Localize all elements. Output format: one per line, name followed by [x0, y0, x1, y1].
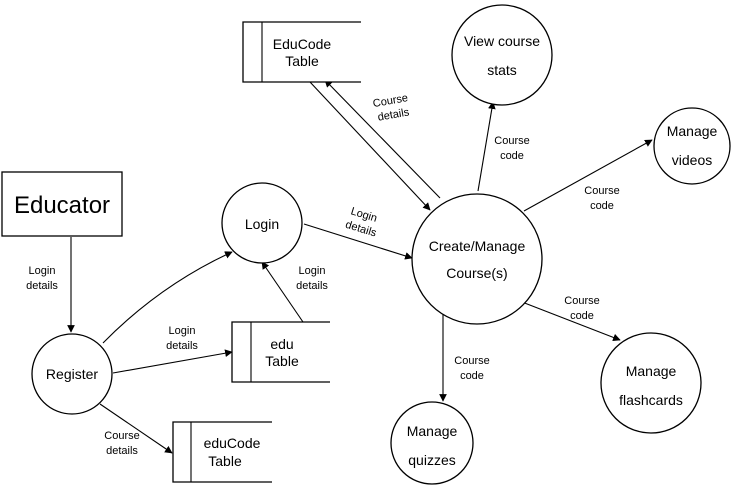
flow-label-line: Course — [454, 355, 489, 367]
flow-label-line: Course — [104, 430, 139, 442]
manage-flashcards-label-line2: flashcards — [619, 392, 683, 408]
flow-label-to-videos: Course code — [584, 185, 619, 212]
flow-create-videos — [523, 139, 653, 212]
create-manage-label-line1: Create/Manage — [429, 238, 526, 254]
flow-create-flashcards — [521, 301, 621, 342]
flow-create-to-educode — [324, 79, 441, 199]
create-manage-process: Create/Manage Course(s) — [411, 193, 543, 325]
flow-register-edu-table — [112, 349, 233, 374]
manage-videos-process: Manage videos — [653, 107, 731, 185]
login-process: Login — [221, 182, 303, 264]
flow-edu-table-login — [261, 261, 304, 323]
manage-quizzes-label-line2: quizzes — [408, 452, 455, 468]
flow-label-edu-login: Login details — [296, 265, 328, 292]
flow-create-stats — [477, 101, 496, 192]
manage-videos-label-line2: videos — [672, 152, 712, 168]
flow-label-register-edu: Login details — [166, 325, 198, 352]
flow-login-create — [303, 223, 413, 260]
flow-label-line: Login — [299, 265, 326, 277]
flow-label-line: code — [590, 200, 614, 212]
flow-label-educode-course: Course details — [372, 92, 411, 124]
manage-videos-label-line1: Manage — [667, 123, 718, 139]
flow-label-line: Login — [29, 265, 56, 277]
educode-table-store: EduCode Table — [242, 21, 361, 83]
flow-label-educator-register: Login details — [26, 265, 58, 292]
flow-label-line: code — [570, 310, 594, 322]
flow-label-line: Login — [169, 325, 196, 337]
edu-table-label-line2: Table — [265, 353, 299, 369]
manage-quizzes-label-line1: Manage — [407, 423, 458, 439]
flow-label-line: Course — [564, 295, 599, 307]
login-label: Login — [245, 216, 279, 232]
flow-label-line: details — [106, 445, 138, 457]
flow-label-line: details — [26, 280, 58, 292]
flow-label-register-educode: Course details — [104, 430, 139, 457]
flow-label-to-stats: Course code — [494, 135, 529, 162]
view-stats-process: View course stats — [451, 4, 553, 106]
manage-quizzes-process: Manage quizzes — [390, 401, 474, 485]
register-process: Register — [31, 333, 113, 415]
educode-table-bottom-label-line2: Table — [208, 453, 242, 469]
flow-label-line: details — [296, 280, 328, 292]
manage-flashcards-label-line1: Manage — [626, 363, 677, 379]
register-label: Register — [46, 366, 98, 382]
educator-entity: Educator — [1, 171, 123, 237]
flow-label-to-flashcards: Course code — [564, 295, 599, 322]
view-stats-label-line2: stats — [487, 62, 517, 78]
create-manage-label-line2: Course(s) — [446, 265, 507, 281]
flow-label-line: Course — [584, 185, 619, 197]
flow-register-login — [102, 251, 233, 344]
flow-register-educode-table — [99, 403, 173, 454]
flow-label-line: details — [166, 340, 198, 352]
flow-educode-to-create — [309, 81, 431, 211]
edu-table-store: edu Table — [231, 321, 330, 383]
educode-table-store-bottom: eduCode Table — [172, 421, 272, 483]
educode-table-label-line1: EduCode — [273, 36, 332, 52]
edu-table-label-line1: edu — [270, 336, 293, 352]
educode-table-label-line2: Table — [285, 53, 319, 69]
flow-label-line: code — [460, 370, 484, 382]
flow-label-login-create: Login details — [344, 205, 379, 239]
view-stats-label-line1: View course — [464, 33, 540, 49]
educator-label: Educator — [14, 192, 110, 219]
manage-flashcards-process: Manage flashcards — [600, 332, 702, 434]
flow-label-line: Course — [494, 135, 529, 147]
educode-table-bottom-label-line1: eduCode — [204, 435, 261, 451]
flow-label-to-quizzes: Course code — [454, 355, 489, 382]
flow-label-line: code — [500, 150, 524, 162]
flow-label-line: details — [377, 106, 411, 123]
